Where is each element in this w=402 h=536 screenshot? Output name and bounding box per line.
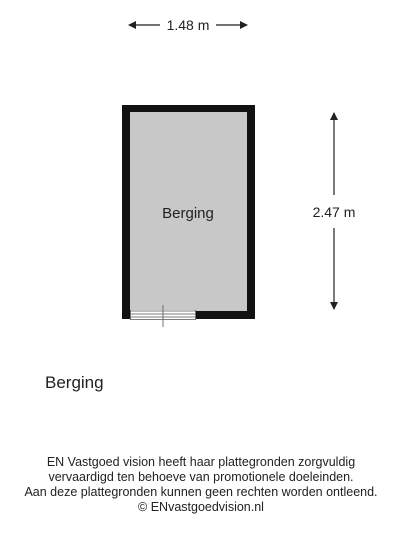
- disclaimer-copyright: © ENvastgoedvision.nl: [138, 500, 264, 514]
- floor-caption: Berging: [45, 373, 104, 392]
- disclaimer-line: Aan deze plattegronden kunnen geen recht…: [24, 485, 378, 499]
- room-floor: [130, 112, 247, 311]
- disclaimer: EN Vastgoed vision heeft haar plattegron…: [0, 455, 402, 515]
- width-dimension-label: 1.48 m: [167, 17, 210, 33]
- height-dimension-label: 2.47 m: [313, 204, 356, 220]
- disclaimer-line: EN Vastgoed vision heeft haar plattegron…: [46, 455, 356, 469]
- disclaimer-line: vervaardigd ten behoeve van promotionele…: [48, 470, 354, 484]
- room-label: Berging: [162, 205, 214, 222]
